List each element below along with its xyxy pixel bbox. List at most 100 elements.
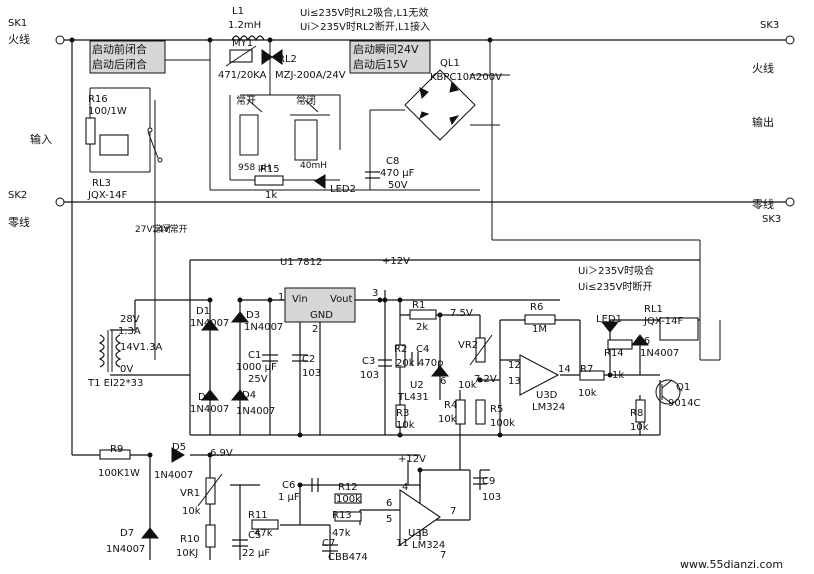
label-neutral-left: 零线 (8, 215, 30, 229)
label-pin2: 2 (312, 324, 318, 335)
label-0v: 0V (120, 364, 133, 375)
led1-icon (600, 321, 620, 333)
led2-icon (314, 174, 326, 189)
label-ql1-value: KBPC10A200V (430, 72, 502, 83)
label-r10-value: 10KJ (176, 548, 198, 559)
label-r2: R2 (394, 344, 407, 355)
label-sk2: SK2 (8, 190, 27, 201)
label-r7: R7 (580, 364, 593, 375)
diode-d3 (230, 311, 250, 323)
label-14v: 14V常开 (152, 223, 188, 235)
label-output: 输出 (752, 115, 774, 129)
resistor-r6 (524, 314, 556, 325)
label-pin3: 3 (372, 288, 378, 299)
label-pin5: 5 (386, 514, 392, 525)
label-vr1: VR1 (180, 488, 200, 499)
label-7-2v: 7.2V (474, 374, 497, 385)
resistor-r8 (635, 399, 646, 423)
diode-d2 (200, 389, 220, 401)
label-r14-value: 1k (612, 370, 624, 381)
label-d6-value: 1N4007 (640, 348, 679, 359)
note-box-relay-state (89, 40, 166, 74)
tl431-u2 (430, 365, 450, 377)
label-pin13: 13 (508, 376, 521, 387)
label-sk1: SK1 (8, 18, 27, 29)
label-rl3: RL3 (92, 178, 111, 189)
resistor-r1 (409, 309, 437, 320)
label-r8-value: 10k (630, 422, 649, 433)
capacitor-c5 (232, 539, 248, 547)
label-d1: D1 (196, 306, 210, 317)
label-vr2-value: 10k (458, 380, 477, 391)
label-1-3a: 1.3A (118, 326, 141, 337)
label-nc: 常闭 (296, 94, 316, 107)
label-d4-value: 1N4007 (236, 406, 275, 417)
label-rl2: RL2 (278, 54, 297, 65)
label-u3d-model: LM324 (532, 402, 565, 413)
capacitor-c1 (262, 354, 278, 362)
capacitor-c3 (378, 359, 392, 367)
resistor-r12 (334, 493, 362, 504)
label-l1: L1 (232, 6, 244, 17)
note-box-voltage (349, 40, 431, 74)
label-rl2-value: MZJ-200A/24V (275, 70, 346, 81)
label-r11: R11 (248, 510, 268, 521)
label-c7-value: CBB474 (328, 552, 368, 563)
label-r10: R10 (180, 534, 200, 545)
label-r9: R9 (110, 444, 123, 455)
label-r15: R15 (260, 164, 280, 175)
label-r5-value: 100k (490, 418, 515, 429)
label-vin: Vin (292, 294, 308, 305)
label-pin6b: 6 (386, 498, 392, 509)
label-c1-voltage: 25V (248, 374, 268, 385)
label-rl1-model: JQX-14F (643, 316, 684, 327)
label-l1-value: 1.2mH (228, 20, 261, 31)
label-r2-value: 20k (396, 358, 415, 369)
resistor-r2 (395, 344, 406, 368)
inductor-l1 (231, 35, 265, 42)
label-c6-value: 1 μF (278, 492, 300, 503)
opamp-u3d (519, 354, 560, 396)
potentiometer-vr1 (197, 473, 223, 507)
relay-rl3-switch (147, 127, 163, 163)
label-u2-model: TL431 (397, 392, 429, 403)
resistor-r15 (254, 175, 284, 186)
label-r4-value: 10k (438, 414, 457, 425)
capacitor-c6 (311, 478, 319, 492)
label-r3-value: 10k (396, 420, 415, 431)
label-d1-value: 1N4007 (190, 318, 229, 329)
label-led2: LED2 (330, 184, 356, 195)
label-c8-voltage: 50V (388, 180, 408, 191)
opamp-u3b (399, 488, 441, 547)
label-u1: U1 7812 (280, 257, 322, 268)
label-live-left: 火线 (8, 32, 30, 46)
label-no: 常开 (236, 94, 256, 107)
label-d5-value: 1N4007 (154, 470, 193, 481)
label-12v-top: +12V (382, 256, 410, 267)
label-watermark: www.55dianzi.com (680, 558, 783, 571)
label-vout: Vout (330, 294, 353, 305)
label-7-5v: 7.5V (450, 308, 473, 319)
label-my1: MY1 (232, 38, 253, 49)
capacitor-c8 (365, 171, 380, 179)
tvs-diode-rl2 (261, 49, 283, 65)
label-box1-line1: 启动前闭合 (92, 42, 147, 56)
label-r6: R6 (530, 302, 543, 313)
label-c5: C5 (248, 530, 261, 541)
label-vr1-value: 10k (182, 506, 201, 517)
label-c1: C1 (248, 350, 261, 361)
label-note-rl2-on: Ui≤235V时RL2吸合,L1无效 (300, 6, 428, 19)
terminals (55, 35, 795, 207)
wires (60, 39, 790, 560)
varistor-my1 (225, 45, 257, 67)
resistor-r13 (334, 511, 362, 522)
label-l-40: 40mH (300, 161, 327, 171)
potentiometer-vr2 (469, 334, 493, 366)
label-r3: R3 (396, 408, 409, 419)
transistor-q1 (655, 379, 681, 405)
label-r9-value: 100K1W (98, 468, 140, 479)
resistor-r11 (251, 519, 279, 530)
label-pin4: 4 (402, 482, 408, 493)
label-r13: R13 (332, 510, 352, 521)
